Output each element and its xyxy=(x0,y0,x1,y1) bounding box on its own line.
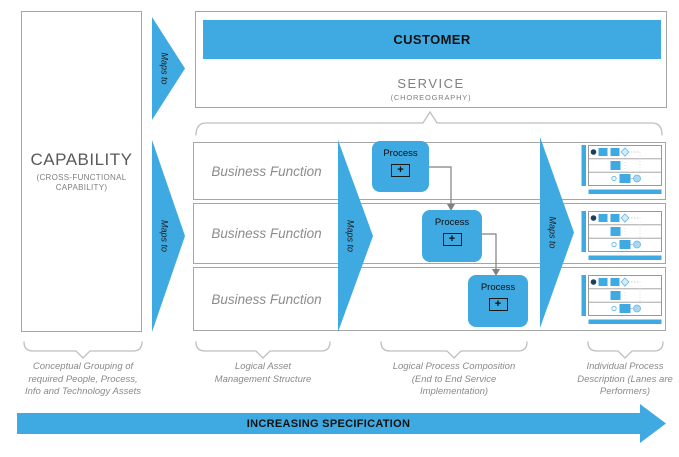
maps-to-label: Maps to xyxy=(346,220,356,252)
caption-line: (End to End Service xyxy=(411,373,497,385)
caption-line: required People, Process, xyxy=(28,373,138,385)
service-title: SERVICE xyxy=(397,76,465,91)
expand-plus-icon: + xyxy=(391,164,410,177)
arrow-shape xyxy=(338,140,373,332)
capability-subtitle: (CROSS-FUNCTIONAL CAPABILITY) xyxy=(36,173,127,192)
brace-path xyxy=(195,110,663,136)
process-label: Process xyxy=(480,282,516,293)
business-function-lane: Business Function xyxy=(193,142,666,200)
process-box: Process + xyxy=(422,210,482,262)
maps-to-label: Maps to xyxy=(548,216,558,248)
business-function-lane: Business Function xyxy=(193,267,666,331)
grouping-brace-icon xyxy=(195,110,663,136)
business-function-label: Business Function xyxy=(211,291,322,307)
capability-box: CAPABILITY (CROSS-FUNCTIONAL CAPABILITY) xyxy=(21,11,142,332)
arrowhead-icon xyxy=(447,204,455,211)
maps-to-arrow-icon: Maps to xyxy=(338,140,373,332)
process-box: Process + xyxy=(372,141,429,192)
caption-line: Individual Process xyxy=(586,361,664,372)
grouping-brace-icon xyxy=(380,341,528,359)
connector-line xyxy=(429,166,452,205)
caption-line: Logical Process Composition xyxy=(392,361,516,372)
caption-logical-asset: Logical Asset Management Structure xyxy=(183,361,343,386)
caption-line: Management Structure xyxy=(214,373,312,385)
brace-path xyxy=(587,341,664,359)
caption-line: Implementation) xyxy=(419,386,489,397)
connector-line xyxy=(482,233,497,270)
caption-line: Description (Lanes are xyxy=(577,373,673,385)
expand-plus-icon: + xyxy=(488,298,508,311)
customer-label: CUSTOMER xyxy=(393,32,471,47)
process-label: Process xyxy=(434,217,470,228)
arrow-shape xyxy=(152,140,185,332)
swimlane-process-diagram-icon xyxy=(581,144,662,195)
maps-to-label: Maps to xyxy=(160,220,170,252)
service-box: CUSTOMER SERVICE (CHOREOGRAPHY) xyxy=(195,11,667,108)
expand-plus-icon: + xyxy=(442,233,462,246)
grouping-brace-icon xyxy=(587,341,664,359)
caption-line: Info and Technology Assets xyxy=(24,386,141,397)
swimlane-process-diagram-icon xyxy=(581,210,662,261)
swimlane-process-diagram-icon xyxy=(581,274,662,325)
caption-line: Conceptual Grouping of xyxy=(32,361,134,372)
increasing-specification-label: INCREASING SPECIFICATION xyxy=(246,417,411,430)
brace-path xyxy=(195,341,331,359)
increasing-specification-arrow: INCREASING SPECIFICATION xyxy=(17,413,640,434)
arrow-shape xyxy=(640,404,666,443)
maps-to-arrow-icon: Maps to xyxy=(152,140,185,332)
brace-path xyxy=(380,341,528,359)
customer-bar: CUSTOMER xyxy=(203,20,661,59)
caption-individual-process: Individual Process Description (Lanes ar… xyxy=(545,361,679,399)
business-function-label: Business Function xyxy=(211,163,322,179)
arrow-shape xyxy=(540,137,574,328)
business-function-label: Business Function xyxy=(211,226,322,241)
arrowhead-icon xyxy=(640,404,666,443)
maps-to-arrow-icon: Maps to xyxy=(152,17,185,120)
grouping-brace-icon xyxy=(195,341,331,359)
arrowhead-icon xyxy=(492,269,500,276)
grouping-brace-icon xyxy=(23,341,143,359)
arrow-shape xyxy=(152,17,185,120)
process-connectors xyxy=(429,166,500,276)
maps-to-label: Maps to xyxy=(160,52,170,84)
caption-line: Logical Asset xyxy=(234,361,292,372)
maps-to-arrow-icon: Maps to xyxy=(540,137,574,328)
capability-title: CAPABILITY xyxy=(30,150,133,169)
caption-conceptual-grouping: Conceptual Grouping of required People, … xyxy=(3,361,163,399)
brace-path xyxy=(23,341,143,359)
caption-logical-process: Logical Process Composition (End to End … xyxy=(374,361,534,399)
process-box: Process + xyxy=(468,275,528,327)
process-label: Process xyxy=(383,148,418,159)
service-subtitle: (CHOREOGRAPHY) xyxy=(390,93,472,102)
caption-line: Performers) xyxy=(599,386,651,397)
